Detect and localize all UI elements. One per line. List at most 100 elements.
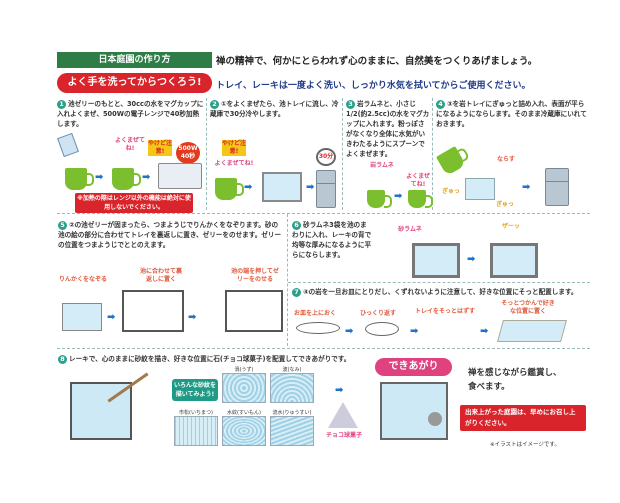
microwave-icon xyxy=(158,163,202,189)
step-text: 岩ラムネと、小さじ1/2(約2.5cc)の水をマグカップに入れます。粉っぽさがな… xyxy=(346,100,430,158)
fridge-icon xyxy=(545,168,569,206)
step-text: 池ゼリーのもとと、30ccの水をマグカップに入れよくまぜ、500Wの電子レンジで… xyxy=(57,100,204,128)
label: ひっくり返す xyxy=(359,310,396,317)
step-text: ③を岩トレイにぎゅっと詰め入れ、表面が平らになるようにならします。そのまま冷蔵庫… xyxy=(436,100,587,128)
pattern-suimon xyxy=(222,416,266,446)
eat-soon-warning: 出来上がった庭園は、早めにお召し上がりください。 xyxy=(460,405,586,431)
step-number: 7 xyxy=(292,288,301,297)
arrow-icon: ➡ xyxy=(244,182,253,193)
divider xyxy=(206,98,207,210)
arrow-icon: ➡ xyxy=(188,312,197,323)
pattern-label: 渦(うず) xyxy=(234,367,254,373)
divider xyxy=(57,348,590,349)
mug-icon xyxy=(367,190,392,208)
enjoy-text: 禅を感じながら鑑賞し、食べます。 xyxy=(468,368,562,392)
step-text: ①をよくまぜたら、池トレイに流し、冷蔵庫で30分冷やします。 xyxy=(210,100,339,118)
step-number: 8 xyxy=(58,355,67,364)
jelly-packet-icon xyxy=(57,132,79,158)
label: お皿を上におく xyxy=(293,310,336,317)
step-number: 3 xyxy=(346,100,355,109)
divider xyxy=(57,213,590,214)
garden-tray-icon xyxy=(497,320,567,342)
mug-icon xyxy=(408,190,433,208)
tray-note: トレイ、レーキは一度よく洗い、しっかり水気を拭いてからご使用ください。 xyxy=(216,81,531,91)
label: 砂ラムネ xyxy=(398,226,422,233)
pattern-nami xyxy=(270,373,314,403)
label: よくまぜてね! xyxy=(115,137,146,152)
arrow-icon: ➡ xyxy=(410,326,419,337)
label: ザーッ xyxy=(501,223,520,230)
arrow-icon: ➡ xyxy=(95,172,104,183)
arrow-icon: ➡ xyxy=(142,172,151,183)
choco-pack-icon xyxy=(328,402,358,428)
choco-label: チョコ球菓子 xyxy=(325,432,362,439)
pattern-label: 市松(いちまつ) xyxy=(179,410,213,416)
divider xyxy=(432,98,433,210)
step-text: 砂ラムネ3袋を池のまわりに入れ、レーキの背で均等な厚みになるように平らにならしま… xyxy=(292,221,372,259)
heating-warning: ※加熱の際はレンジ以外の機能は絶対に使用しないでください。 xyxy=(75,193,193,213)
mug-icon xyxy=(215,178,244,200)
label: ならす xyxy=(497,156,515,163)
plate-icon xyxy=(365,322,399,336)
sand-tray-icon xyxy=(225,290,283,332)
jelly-tray-icon xyxy=(62,303,102,331)
fridge-icon xyxy=(316,170,336,208)
divider xyxy=(342,98,343,210)
arrow-icon: ➡ xyxy=(306,182,315,193)
step-number: 6 xyxy=(292,221,301,230)
pattern-label: 波(なみ) xyxy=(282,367,302,373)
sand-tray-icon xyxy=(122,290,184,332)
burn-warning-label: やけど注意! xyxy=(148,140,173,156)
arrow-icon: ➡ xyxy=(467,254,476,265)
pond-tray-icon xyxy=(262,172,302,202)
label: ぎゅっ xyxy=(496,201,514,208)
mug-icon xyxy=(435,145,467,177)
page-title: 日本庭園の作り方 xyxy=(57,52,212,68)
arrow-icon: ➡ xyxy=(345,326,354,337)
label: ぎゅっ xyxy=(442,188,460,195)
image-note: ※イラストはイメージです。 xyxy=(490,442,560,448)
sand-tray-icon xyxy=(490,243,538,278)
arrow-icon: ➡ xyxy=(335,385,344,396)
arrow-icon: ➡ xyxy=(480,326,489,337)
pattern-uzu xyxy=(222,373,266,403)
step-text: ④の岩を一旦お皿にとりだし、くずれないように注意して、好きな位置にそっと配置しま… xyxy=(303,288,578,296)
pattern-ichimatsu xyxy=(174,416,218,446)
step-number: 4 xyxy=(436,100,445,109)
finished-badge: できあがり xyxy=(375,358,452,376)
pattern-label: 水紋(すいもん) xyxy=(227,410,261,416)
step-text: レーキで、心のままに砂紋を描き、好きな位置に石(チョコ球菓子)を配置してできあが… xyxy=(69,355,351,363)
step-text: ②の池ゼリーが固まったら、つまようじでりんかくをなぞります。砂の池の絵の部分に合… xyxy=(58,221,282,249)
lead-text: 禅の精神で、何かにとらわれず心のままに、自然美をつくりあげましょう。 xyxy=(216,56,538,67)
label: 岩ラムネ xyxy=(370,162,394,169)
arrow-icon: ➡ xyxy=(107,312,116,323)
arrow-icon: ➡ xyxy=(522,182,531,193)
divider xyxy=(287,214,288,346)
mug-icon xyxy=(65,168,94,190)
divider xyxy=(288,282,590,283)
wash-hands-banner: よく手を洗ってからつくろう! xyxy=(57,73,212,93)
sand-tray-icon xyxy=(412,243,460,278)
plate-icon xyxy=(296,322,340,334)
burn-warning-label: やけど注意! xyxy=(222,140,247,156)
rock-icon xyxy=(428,412,442,426)
pattern-label: 流水(りゅうすい) xyxy=(272,410,312,416)
label: 池に合わせて裏返しに置く xyxy=(139,268,182,283)
label: りんかくをなぞる xyxy=(58,276,107,283)
finished-garden-icon xyxy=(380,382,448,440)
label: よくまぜてね! xyxy=(406,173,430,188)
rock-tray-icon xyxy=(465,178,495,200)
label: そっとつかんで好きな位置に置く xyxy=(501,300,555,315)
pattern-ryusui xyxy=(270,416,314,446)
label: 池の端を押してゼリーをのせる xyxy=(231,268,279,283)
label: トレイをそっとはずす xyxy=(415,308,476,315)
step-number: 1 xyxy=(57,100,66,109)
